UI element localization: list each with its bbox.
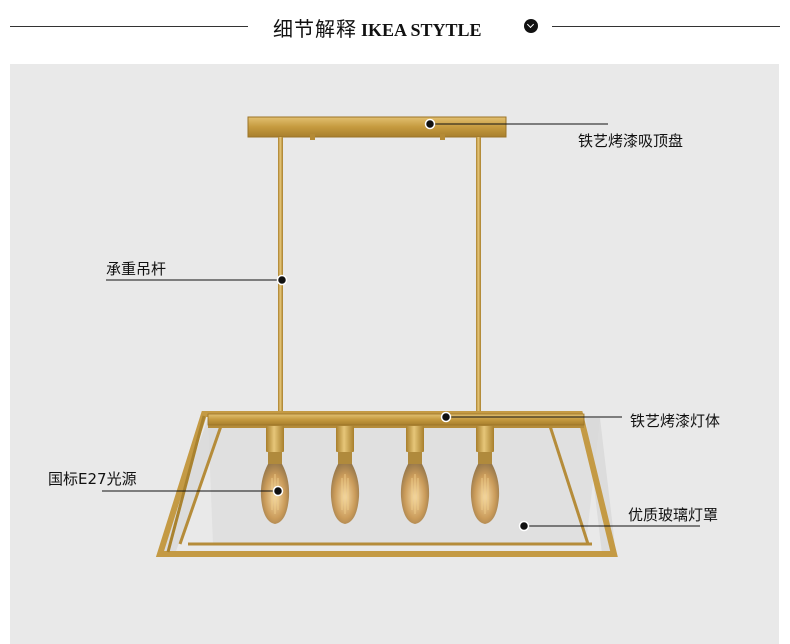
product-detail-panel: 铁艺烤漆吸顶盘 承重吊杆 铁艺烤漆灯体 国标E27光源 优质玻璃灯罩 [10,64,779,644]
bulb-2 [330,426,360,524]
header-rule-right [552,26,780,27]
section-title-cn: 细节解释 [273,17,357,41]
callout-leaders [102,123,700,527]
header-rule-left [10,26,248,27]
callout-lamp-body: 铁艺烤漆灯体 [630,412,721,430]
callout-dots [272,118,530,532]
section-title-en: IKEA STYTLE [361,20,482,40]
glass-shade [160,418,616,554]
callout-canopy: 铁艺烤漆吸顶盘 [578,132,684,150]
callout-glass: 优质玻璃灯罩 [628,506,719,524]
callout-rod: 承重吊杆 [106,260,167,278]
suspension-rods [278,137,481,417]
chevron-down-icon[interactable] [524,19,538,33]
pendant-lamp-illustration [102,116,700,557]
bulb-4 [470,426,500,524]
bulb-3 [400,426,430,524]
callout-bulb: 国标E27光源 [48,470,137,488]
ceiling-canopy [247,116,507,140]
